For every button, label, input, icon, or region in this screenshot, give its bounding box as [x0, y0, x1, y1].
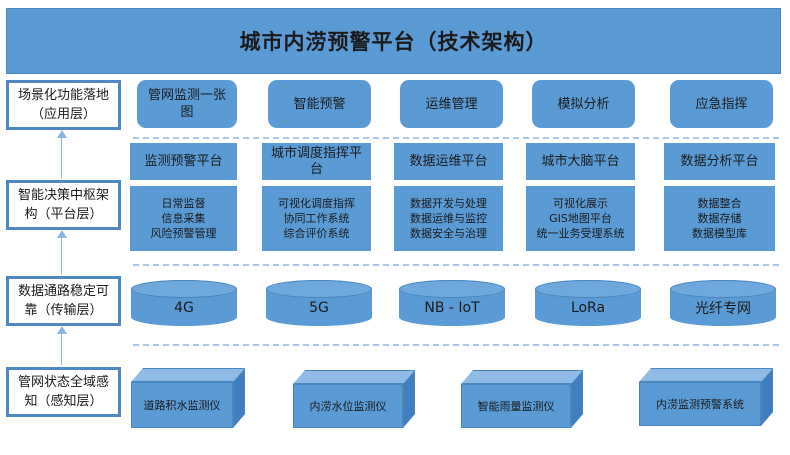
- arrow-perception-to-transport: [57, 326, 67, 365]
- arrow-transport-to-platform: [57, 230, 67, 274]
- platform-items-dispatch: 可视化调度指挥 协同工作系统 综合评价系统: [262, 186, 371, 251]
- platform-items-data-ops: 数据开发与处理 数据运维与监控 数据安全与治理: [394, 186, 503, 251]
- transport-lora: LoRa: [535, 280, 641, 326]
- platform-title-monitoring: 监测预警平台: [130, 143, 237, 180]
- app-module-operations: 运维管理: [400, 80, 503, 128]
- app-module-smart-warning: 智能预警: [268, 80, 371, 128]
- separator-dashed: [133, 344, 779, 346]
- sensor-waterlogging-warning-system: 内涝监测预警系统: [639, 368, 773, 426]
- app-module-pipe-monitoring-map: 管网监测一张 图: [137, 80, 237, 128]
- cube-top: [639, 368, 773, 382]
- arrow-platform-to-application: [57, 130, 67, 178]
- transport-nb-iot: NB - IoT: [399, 280, 505, 326]
- sensor-label: 道路积水监测仪: [131, 382, 233, 428]
- platform-items-monitoring: 日常监督 信息采集 风险预警管理: [130, 186, 237, 251]
- transport-4g: 4G: [131, 280, 237, 326]
- platform-title-city-brain: 城市大脑平台: [526, 143, 635, 180]
- arrow-up-icon: [57, 230, 67, 238]
- transport-label: 5G: [309, 300, 329, 316]
- sensor-label: 内涝水位监测仪: [293, 384, 403, 428]
- sensor-waterlogging-level: 内涝水位监测仪: [293, 370, 415, 428]
- transport-label: NB - IoT: [424, 300, 480, 316]
- transport-5g: 5G: [266, 280, 372, 326]
- page-title: 城市内涝预警平台（技术架构）: [6, 8, 781, 74]
- transport-fiber-network: 光纤专网: [670, 280, 776, 326]
- sensor-label: 智能雨量监测仪: [461, 384, 571, 428]
- layer-label-transport: 数据通路稳定可 靠（传输层）: [6, 276, 121, 326]
- app-module-emergency-command: 应急指挥: [670, 80, 773, 128]
- platform-title-data-ops: 数据运维平台: [394, 143, 503, 180]
- transport-label: 4G: [174, 300, 194, 316]
- separator-dashed: [133, 264, 779, 266]
- app-module-simulation: 模拟分析: [532, 80, 635, 128]
- arrow-up-icon: [57, 326, 67, 334]
- separator-dashed: [133, 137, 779, 139]
- transport-label: LoRa: [570, 300, 606, 316]
- platform-title-analytics: 数据分析平台: [664, 143, 775, 180]
- sensor-label: 内涝监测预警系统: [639, 382, 761, 426]
- transport-label: 光纤专网: [695, 301, 751, 317]
- cube-top: [461, 370, 583, 384]
- cube-top: [131, 368, 245, 382]
- layer-label-platform: 智能决策中枢架 构（平台层）: [6, 180, 121, 230]
- layer-label-application: 场景化功能落地 （应用层）: [6, 80, 121, 130]
- arrow-up-icon: [57, 130, 67, 138]
- cube-top: [293, 370, 415, 384]
- layer-label-perception: 管网状态全域感 知（感知层）: [6, 367, 121, 417]
- platform-items-city-brain: 可视化展示 GIS地图平台 统一业务受理系统: [526, 186, 635, 251]
- sensor-smart-rainfall: 智能雨量监测仪: [461, 370, 583, 428]
- platform-title-dispatch: 城市调度指挥平 台: [262, 143, 371, 180]
- platform-items-analytics: 数据整合 数据存储 数据模型库: [664, 186, 775, 251]
- sensor-road-waterlogging: 道路积水监测仪: [131, 368, 245, 428]
